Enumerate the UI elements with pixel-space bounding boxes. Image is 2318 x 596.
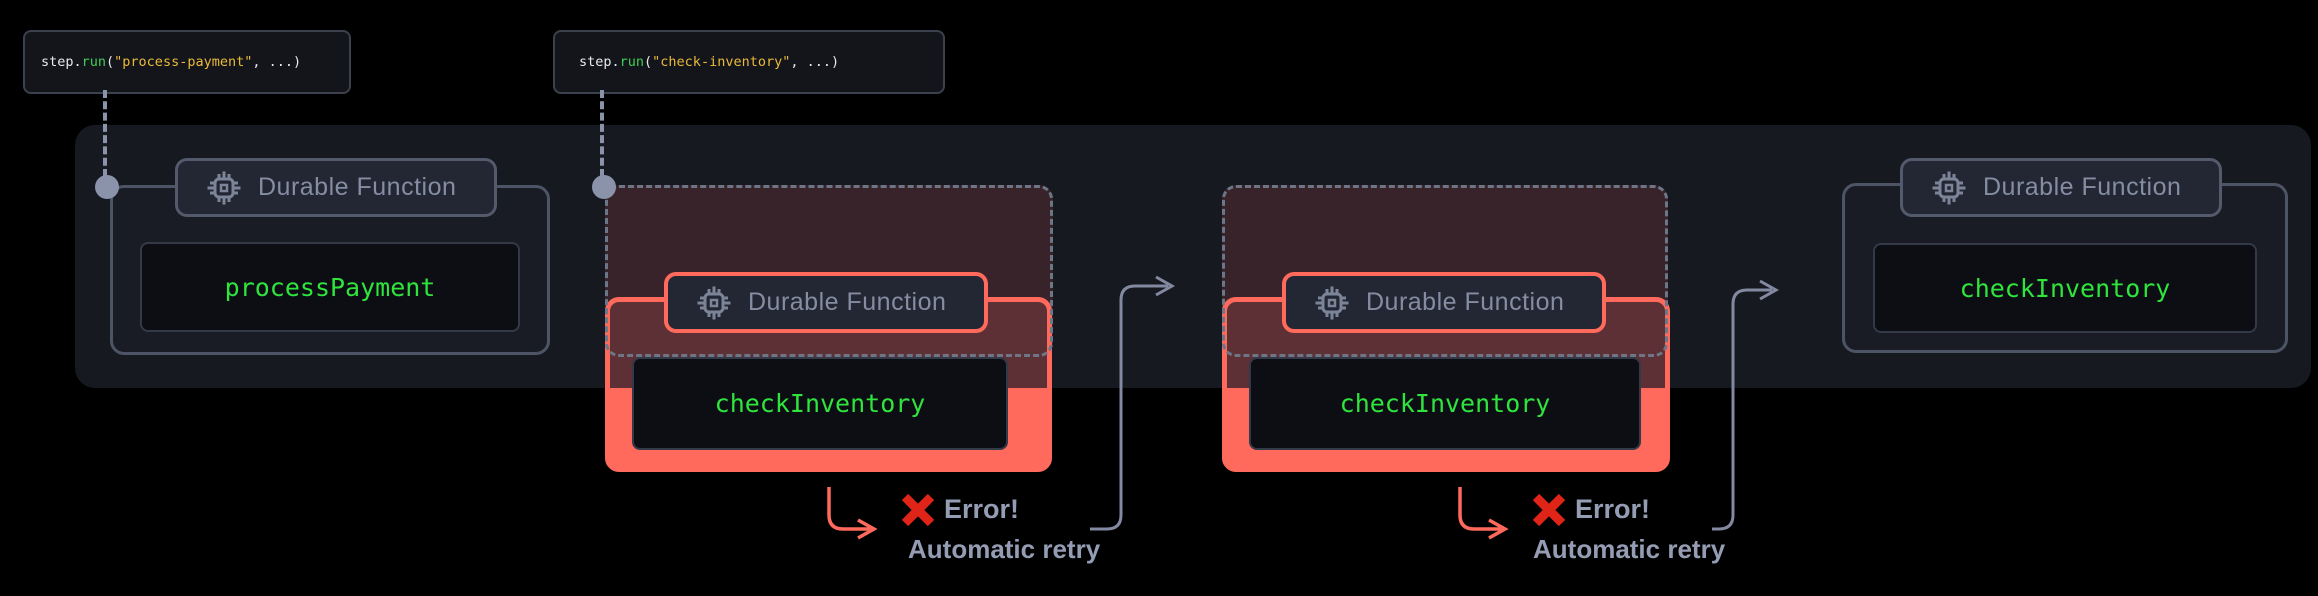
connector-dot bbox=[592, 175, 616, 199]
previous-attempt-ghost-border bbox=[1222, 185, 1668, 357]
error-cross-icon bbox=[1532, 493, 1566, 527]
code-string-arg: "check-inventory" bbox=[652, 54, 791, 70]
error-arrow bbox=[1458, 487, 1509, 540]
badge-label: Durable Function bbox=[1983, 173, 2182, 201]
automatic-retry-label: Automatic retry bbox=[1533, 534, 1726, 564]
code-string-arg: "process-payment" bbox=[114, 54, 253, 70]
connector-dot bbox=[95, 175, 119, 199]
function-name: checkInventory bbox=[1339, 389, 1551, 418]
code-function: run bbox=[81, 54, 107, 70]
function-name: checkInventory bbox=[1959, 273, 2171, 303]
automatic-retry-label: Automatic retry bbox=[908, 534, 1101, 564]
durable-function-badge: Durable Function bbox=[664, 272, 988, 333]
code-label-process-payment: step.run("process-payment", ...) bbox=[23, 30, 351, 94]
connector-dashed-line bbox=[103, 90, 107, 177]
function-name: processPayment bbox=[224, 272, 436, 302]
function-name-box: checkInventory bbox=[1873, 243, 2257, 333]
function-name-box: processPayment bbox=[140, 242, 520, 332]
error-label: Error! bbox=[944, 494, 1020, 524]
cpu-chip-icon bbox=[1932, 171, 1966, 204]
function-name-box: checkInventory bbox=[632, 357, 1008, 450]
function-name-box: checkInventory bbox=[1249, 357, 1641, 450]
connector-dashed-line bbox=[600, 90, 604, 177]
code-paren: ( bbox=[644, 54, 653, 70]
cpu-chip-icon bbox=[1315, 286, 1349, 319]
code-function: run bbox=[619, 54, 645, 70]
badge-label: Durable Function bbox=[258, 173, 457, 201]
code-paren-close: , ...) bbox=[252, 54, 302, 70]
durable-function-badge: Durable Function bbox=[1900, 158, 2222, 217]
cpu-chip-icon bbox=[697, 286, 731, 319]
durable-function-badge: Durable Function bbox=[1282, 272, 1606, 333]
badge-label: Durable Function bbox=[748, 288, 947, 316]
durable-function-badge: Durable Function bbox=[175, 158, 497, 217]
badge-label: Durable Function bbox=[1366, 288, 1565, 316]
error-label: Error! bbox=[1575, 494, 1651, 524]
code-object: step. bbox=[579, 54, 620, 70]
cpu-chip-icon bbox=[207, 171, 241, 204]
code-label-check-inventory: step.run("check-inventory", ...) bbox=[553, 30, 945, 94]
code-paren: ( bbox=[106, 54, 115, 70]
previous-attempt-ghost-border bbox=[605, 185, 1053, 357]
code-paren-close: , ...) bbox=[790, 54, 840, 70]
code-object: step. bbox=[41, 54, 82, 70]
error-arrow bbox=[827, 487, 878, 540]
function-name: checkInventory bbox=[714, 389, 926, 418]
error-cross-icon bbox=[901, 493, 935, 527]
